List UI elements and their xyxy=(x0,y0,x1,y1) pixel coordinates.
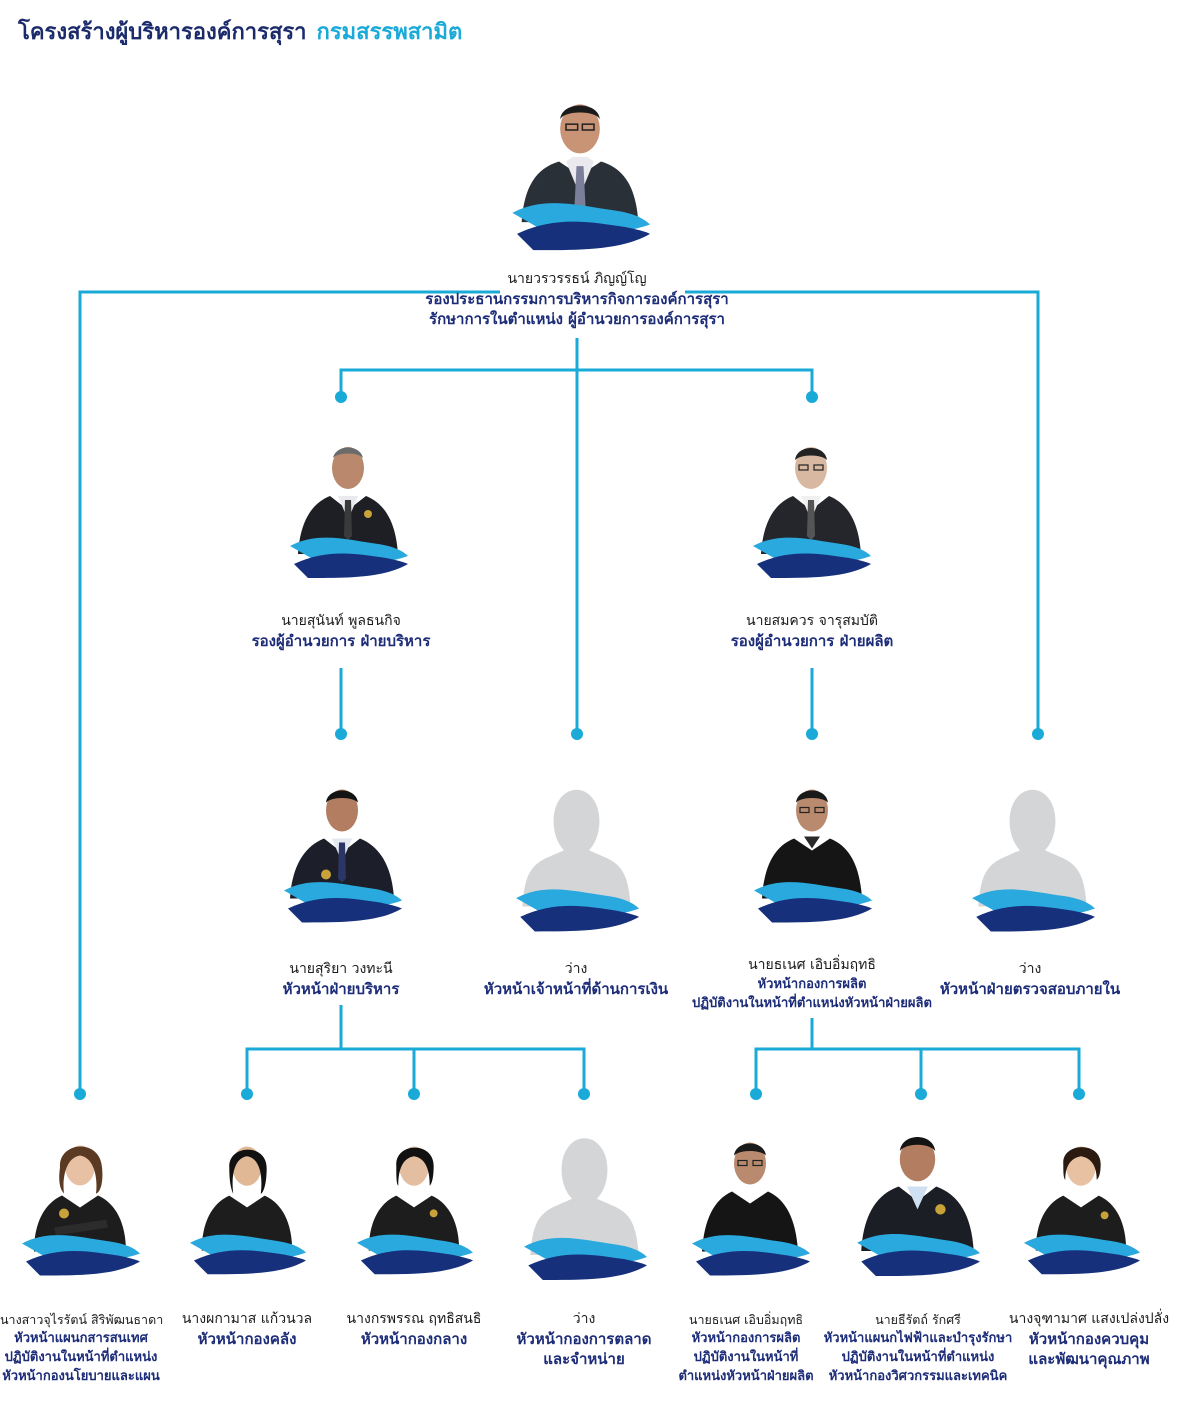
connector-dot xyxy=(571,728,583,740)
quality-photo xyxy=(1023,1146,1140,1275)
prod-head-acting: ปฏิบัติงานในหน้าที่ตำแหน่งหัวหน้าฝ่ายผลิ… xyxy=(692,996,932,1011)
connector-dot xyxy=(408,1088,420,1100)
deputy-admin-photo xyxy=(290,447,408,578)
connector-dot xyxy=(74,1088,86,1100)
it-photo xyxy=(22,1145,140,1276)
production-name: นายธเนศ เอิบอิ่มฤทธิ xyxy=(688,1312,804,1327)
finance-placeholder-photo xyxy=(516,789,639,932)
ceo-role: รองประธานกรรมการบริหารกิจการองค์การสุรา xyxy=(425,290,729,308)
connector-dot xyxy=(806,391,818,403)
prod-head-caption: นายธเนศ เอิบอิ่มฤทธิ หัวหน้ากองการผลิต ป… xyxy=(662,956,962,1013)
electrical-caption: นายธีรัตถ์ รักศรี หัวหน้าแผนกไฟฟ้าและบำร… xyxy=(823,1310,1013,1386)
deputy-prod-caption: นายสมควร จารุสมบัติ รองผู้อำนวยการ ฝ่ายผ… xyxy=(682,612,942,651)
connector-it xyxy=(78,290,500,1093)
marketing-role-line2: และจำหน่าย xyxy=(543,1350,625,1368)
prod-head-name: นายธเนศ เอิบอิ่มฤทธิ xyxy=(748,957,876,973)
it-acting-2: หัวหน้ากองนโยบายและแผน xyxy=(2,1369,160,1384)
production-role: หัวหน้ากองการผลิต xyxy=(691,1331,801,1346)
ceo-caption: นายวรวรรธน์ ภิญญ์โญ รองประธานกรรมการบริห… xyxy=(377,270,777,329)
production-acting-2: ตำแหน่งหัวหน้าฝ่ายผลิต xyxy=(678,1369,814,1384)
deputy-admin-name: นายสุนันท์ พูลธนกิจ xyxy=(281,613,401,629)
head-admin-name: นายสุริยา วงทะนี xyxy=(289,961,393,977)
quality-caption: นางจุฑามาศ แสงเปล่งปลั่ง หัวหน้ากองควบคุ… xyxy=(1004,1310,1174,1369)
production-caption: นายธเนศ เอิบอิ่มฤทธิ หัวหน้ากองการผลิต ป… xyxy=(671,1310,821,1386)
prod-head-photo xyxy=(754,789,872,923)
audit-placeholder-photo xyxy=(972,789,1095,932)
electrical-acting-2: หัวหน้ากองวิศวกรรมและเทคนิค xyxy=(828,1369,1008,1384)
connector-dot xyxy=(806,728,818,740)
deputy-admin-caption: นายสุนันท์ พูลธนกิจ รองผู้อำนวยการ ฝ่ายบ… xyxy=(211,612,471,651)
electrical-photo xyxy=(857,1136,980,1277)
finance-name: ว่าง xyxy=(564,961,588,977)
deputy-prod-name: นายสมควร จารุสมบัติ xyxy=(746,613,878,629)
it-name: นางสาวจุไรรัตน์ สิริพัฒนธาดา xyxy=(0,1312,164,1327)
marketing-role: หัวหน้ากองการตลาด xyxy=(516,1330,652,1348)
connector-audit xyxy=(685,290,1040,733)
page-title: โครงสร้างผู้บริหารองค์การสุรา กรมสรรพสามิ… xyxy=(18,14,462,49)
head-admin-photo xyxy=(284,789,402,923)
connector-dot xyxy=(1032,728,1044,740)
deputy-prod-photo xyxy=(753,447,871,578)
finance-role: หัวหน้าเจ้าหน้าที่ด้านการเงิน xyxy=(483,980,669,998)
ceo-acting-role: รักษาการในตำแหน่ง ผู้อำนวยการองค์การสุรา xyxy=(429,310,725,328)
treasury-photo xyxy=(189,1146,306,1275)
treasury-name: นางผกามาส แก้วนวล xyxy=(181,1311,313,1327)
connector-dot xyxy=(335,728,347,740)
finance-caption: ว่าง หัวหน้าเจ้าหน้าที่ด้านการเงิน xyxy=(456,960,696,999)
central-caption: นางกรพรรณ ฤทธิสนธิ หัวหน้ากองกลาง xyxy=(334,1310,494,1349)
connector-dot xyxy=(915,1088,927,1100)
marketing-name: ว่าง xyxy=(572,1311,596,1327)
central-role: หัวหน้ากองกลาง xyxy=(360,1330,468,1348)
central-name: นางกรพรรณ ฤทธิสนธิ xyxy=(346,1311,482,1327)
head-admin-caption: นายสุริยา วงทะนี หัวหน้าฝ่ายบริหาร xyxy=(231,960,451,999)
connector-prod-bar xyxy=(754,1047,1081,1093)
prod-head-role: หัวหน้ากองการผลิต xyxy=(757,977,867,992)
connector-deputies xyxy=(339,368,814,395)
electrical-name: นายธีรัตถ์ รักศรี xyxy=(875,1312,961,1327)
quality-role-line2: และพัฒนาคุณภาพ xyxy=(1028,1350,1150,1368)
production-acting-1: ปฏิบัติงานในหน้าที่ xyxy=(693,1350,799,1365)
connector-dot xyxy=(578,1088,590,1100)
audit-name: ว่าง xyxy=(1018,961,1042,977)
audit-role: หัวหน้าฝ่ายตรวจสอบภายใน xyxy=(939,980,1121,998)
deputy-prod-role: รองผู้อำนวยการ ฝ่ายผลิต xyxy=(730,632,894,650)
marketing-placeholder-photo xyxy=(524,1138,647,1280)
it-role: หัวหน้าแผนกสารสนเทศ xyxy=(14,1331,148,1346)
audit-caption: ว่าง หัวหน้าฝ่ายตรวจสอบภายใน xyxy=(918,960,1142,999)
connector-dot xyxy=(241,1088,253,1100)
quality-role: หัวหน้ากองควบคุม xyxy=(1028,1330,1150,1348)
deputy-admin-role: รองผู้อำนวยการ ฝ่ายบริหาร xyxy=(251,632,431,650)
connector-dot xyxy=(750,1088,762,1100)
electrical-role: หัวหน้าแผนกไฟฟ้าและบำรุงรักษา xyxy=(823,1331,1013,1346)
head-admin-role: หัวหน้าฝ่ายบริหาร xyxy=(282,980,400,998)
electrical-acting-1: ปฏิบัติงานในหน้าที่ตำแหน่ง xyxy=(841,1350,995,1365)
treasury-caption: นางผกามาส แก้วนวล หัวหน้ากองคลัง xyxy=(167,1310,327,1349)
title-main: โครงสร้างผู้บริหารองค์การสุรา xyxy=(18,20,307,45)
it-caption: นางสาวจุไรรัตน์ สิริพัฒนธาดา หัวหน้าแผนก… xyxy=(0,1310,164,1386)
connector-dot xyxy=(335,391,347,403)
marketing-caption: ว่าง หัวหน้ากองการตลาด และจำหน่าย xyxy=(504,1310,664,1369)
title-department: กรมสรรพสามิต xyxy=(316,20,463,45)
ceo-name: นายวรวรรธน์ ภิญญ์โญ xyxy=(507,271,647,287)
quality-name: นางจุฑามาศ แสงเปล่งปลั่ง xyxy=(1008,1311,1170,1327)
production-photo xyxy=(692,1142,810,1276)
treasury-role: หัวหน้ากองคลัง xyxy=(197,1330,297,1348)
it-acting-1: ปฏิบัติงานในหน้าที่ตำแหน่ง xyxy=(4,1350,158,1365)
central-photo xyxy=(356,1146,473,1275)
ceo-photo xyxy=(512,104,650,251)
connector-dot xyxy=(1073,1088,1085,1100)
